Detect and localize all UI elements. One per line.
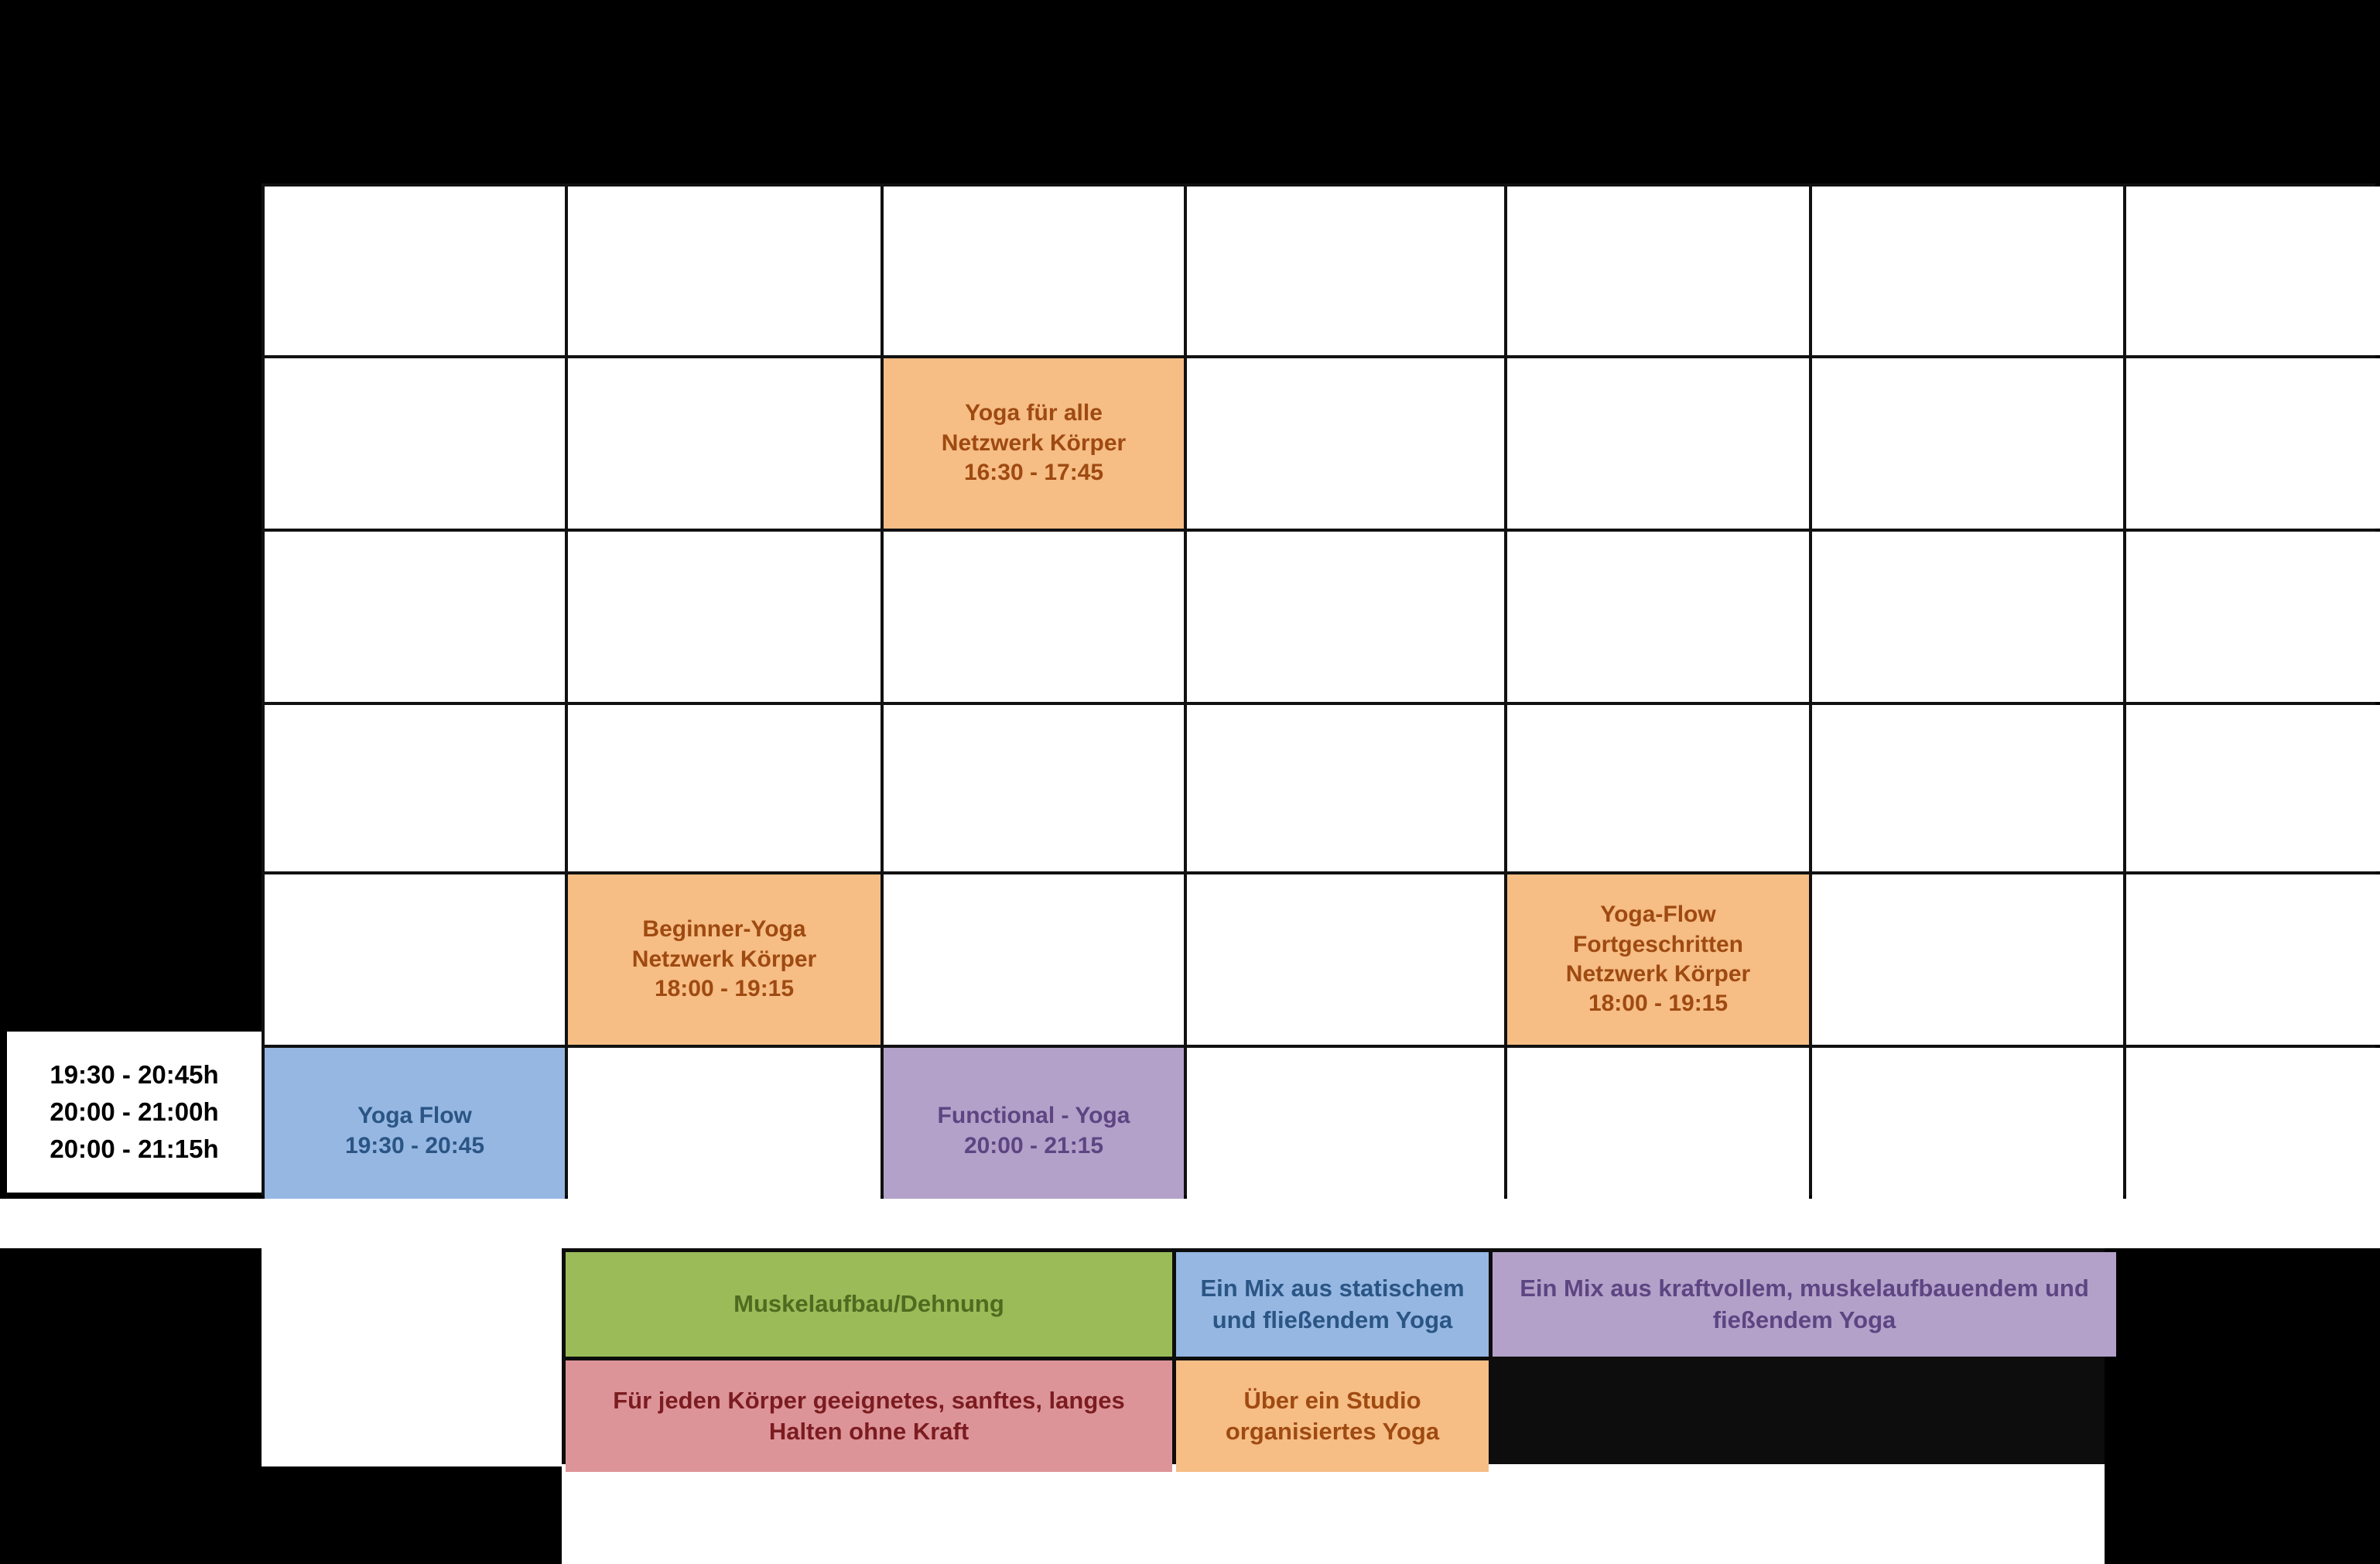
empty-cell: [1812, 1048, 2123, 1214]
class-title: Functional - Yoga: [937, 1103, 1130, 1129]
class-title: Yoga-Flow: [1600, 902, 1716, 928]
empty-cell: [1812, 532, 2123, 702]
empty-cell: [1507, 1048, 1809, 1214]
empty-cell: [884, 187, 1184, 355]
empty-cell: [1187, 187, 1504, 355]
white-bottom-band: [562, 1462, 2105, 1564]
empty-cell: [884, 532, 1184, 702]
legend-item-label: Über ein Studio organisiertes Yoga: [1225, 1386, 1440, 1445]
legend-item-label: Ein Mix aus kraftvollem, muskelaufbauend…: [1520, 1275, 2089, 1333]
empty-cell: [265, 874, 565, 1045]
empty-cell: [1187, 874, 1504, 1045]
empty-cell: [1812, 358, 2123, 529]
class-cell[interactable]: Yoga Flow 19:30 - 20:45: [265, 1048, 565, 1214]
empty-cell: [265, 532, 565, 702]
empty-cell: [1812, 705, 2123, 871]
empty-cell: [568, 705, 881, 871]
time-range-line: 19:30 - 20:45h: [50, 1060, 219, 1090]
class-subtitle: Netzwerk Körper: [631, 946, 817, 972]
time-range-line: 20:00 - 21:15h: [50, 1134, 219, 1163]
legend-item-purple: Ein Mix aus kraftvollem, muskelaufbauend…: [1493, 1252, 2116, 1357]
empty-cell: [884, 705, 1184, 871]
class-title: Yoga Flow: [357, 1103, 472, 1129]
legend-item-label: Für jeden Körper geeignetes, sanftes, la…: [613, 1386, 1125, 1445]
empty-cell: [1507, 187, 1809, 355]
empty-cell: [2126, 358, 2380, 529]
empty-cell: [2126, 532, 2380, 702]
empty-cell: [568, 532, 881, 702]
time-range-line: 20:00 - 21:00h: [50, 1097, 219, 1127]
empty-cell: [884, 874, 1184, 1045]
empty-cell: [2126, 187, 2380, 355]
legend-item-green: Muskelaufbau/Dehnung: [566, 1252, 1172, 1357]
empty-cell: [1507, 705, 1809, 871]
class-title: Beginner-Yoga: [642, 916, 806, 943]
class-subtitle: Netzwerk Körper: [1565, 961, 1751, 987]
empty-cell: [568, 358, 881, 529]
time-range-label: 19:30 - 20:45h 20:00 - 21:00h 20:00 - 21:1…: [4, 1028, 262, 1196]
empty-cell: [1187, 532, 1504, 702]
empty-cell: [2126, 705, 2380, 871]
class-title: Yoga für alle: [965, 400, 1103, 426]
class-cell[interactable]: Functional - Yoga 20:00 - 21:15: [884, 1048, 1184, 1214]
class-time: 18:00 - 19:15: [1588, 991, 1729, 1017]
empty-cell: [2126, 1048, 2380, 1214]
empty-cell: [1507, 532, 1809, 702]
class-time: 16:30 - 17:45: [963, 460, 1104, 486]
legend-item-rose: Für jeden Körper geeignetes, sanftes, la…: [566, 1360, 1172, 1472]
legend-item-orange: Über ein Studio organisiertes Yoga: [1176, 1360, 1489, 1472]
class-subtitle: Netzwerk Körper: [941, 430, 1127, 456]
empty-cell: [1507, 358, 1809, 529]
empty-cell: [265, 187, 565, 355]
empty-cell: [568, 1048, 881, 1214]
legend-item-label: Muskelaufbau/Dehnung: [733, 1290, 1004, 1318]
empty-cell: [1187, 358, 1504, 529]
class-subtitle: Fortgeschritten: [1572, 931, 1744, 957]
empty-cell: [265, 358, 565, 529]
class-time: 19:30 - 20:45: [344, 1132, 485, 1158]
class-time: 18:00 - 19:15: [654, 976, 795, 1002]
empty-cell: [1187, 705, 1504, 871]
empty-cell: [1187, 1048, 1504, 1214]
empty-cell: [265, 705, 565, 871]
empty-cell: [1812, 874, 2123, 1045]
white-left-column: [262, 1199, 562, 1466]
color-legend: Muskelaufbau/Dehnung Ein Mix aus statisch…: [562, 1248, 2116, 1472]
legend-item-blue: Ein Mix aus statischem und fließendem Yo…: [1176, 1252, 1489, 1357]
empty-cell: [2126, 874, 2380, 1045]
legend-item-label: Ein Mix aus statischem und fließendem Yo…: [1200, 1275, 1465, 1333]
empty-cell: [568, 187, 881, 355]
empty-cell: [1812, 187, 2123, 355]
class-time: 20:00 - 21:15: [963, 1132, 1104, 1158]
